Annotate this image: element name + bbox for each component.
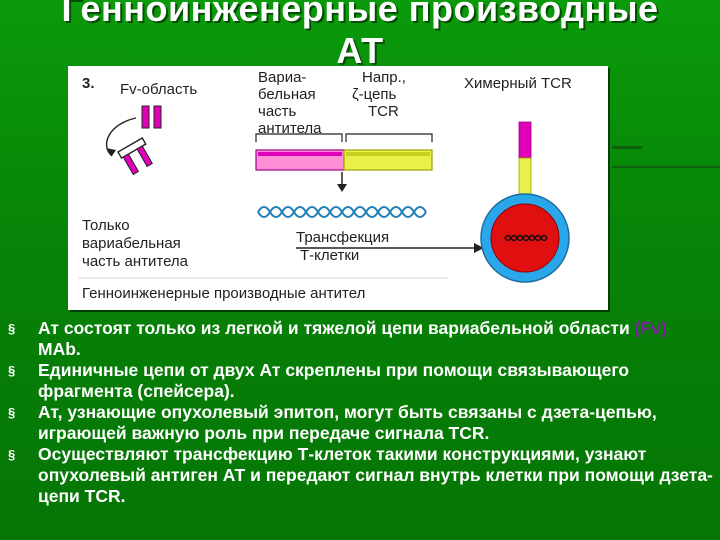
variable-bracket <box>255 133 343 142</box>
variable-part-label: Вариа- бельная часть антитела <box>258 69 322 137</box>
antibody-diagram: 3. Fv-область Только вариабельная часть … <box>78 69 572 302</box>
transfection-arrowhead <box>474 243 484 253</box>
tilted-fv-pair <box>117 137 153 176</box>
transfection-label: Трансфекция Т-клетки <box>296 229 393 264</box>
bullet-list: § Ат состоят только из легкой и тяжелой … <box>8 318 714 507</box>
bullet-item: § Единичные цепи от двух Ат скреплены пр… <box>8 360 714 402</box>
bullet-item: § Ат состоят только из легкой и тяжелой … <box>8 318 714 360</box>
figure-caption: Генноинженерные производные антител <box>82 285 365 302</box>
fv-light-chain <box>153 105 162 129</box>
zeta-bracket <box>345 133 433 142</box>
figure-panel: 3. Fv-область Только вариабельная часть … <box>68 66 608 310</box>
decorative-line <box>612 146 642 149</box>
decorative-line <box>612 166 720 168</box>
down-arrowhead <box>337 184 347 192</box>
dna-helix <box>257 206 427 218</box>
bullet-square-icon: § <box>8 405 16 420</box>
nucleus-dna <box>504 234 548 242</box>
bullet-text: Ат, узнающие опухолевый эпитоп, могут бы… <box>38 402 657 443</box>
only-variable-label: Только вариабельная часть антитела <box>82 217 189 270</box>
bullet-text: Единичные цепи от двух Ат скреплены при … <box>38 360 630 401</box>
bullet-square-icon: § <box>8 447 16 462</box>
fv-accent-text: (Fv) <box>634 318 667 338</box>
fusion-bar-variable-stripe <box>258 152 342 156</box>
fv-heavy-chain <box>141 105 150 129</box>
slide-title-line1: Генноинженерные производные <box>61 0 659 29</box>
fv-region-label: Fv-область <box>120 81 197 98</box>
bullet-text: Осуществляют трансфекцию Т-клеток такими… <box>38 444 713 506</box>
receptor-variable-part <box>518 121 532 159</box>
bullet-square-icon: § <box>8 321 16 336</box>
fusion-bar-zeta-stripe <box>346 152 430 156</box>
slide-title: Генноинженерные производные АТ <box>0 0 720 72</box>
rotation-arrowhead <box>106 148 116 156</box>
chimeric-tcr-label: Химерный TCR <box>464 75 572 92</box>
bullet-item: § Ат, узнающие опухолевый эпитоп, могут … <box>8 402 714 444</box>
bullet-item: § Осуществляют трансфекцию Т-клеток таки… <box>8 444 714 507</box>
t-cell-nucleus <box>490 203 560 273</box>
bullet-square-icon: § <box>8 363 16 378</box>
panel-number: 3. <box>82 75 95 92</box>
zeta-chain-label: Напр., ζ-цепь TCR <box>352 69 410 120</box>
bullet-text: Ат состоят только из легкой и тяжелой це… <box>38 318 635 338</box>
bullet-text-tail: MAb. <box>38 339 81 359</box>
receptor-zeta-part <box>518 157 532 197</box>
rotation-arrow <box>105 117 137 157</box>
slide-title-line2: АТ <box>336 30 384 71</box>
